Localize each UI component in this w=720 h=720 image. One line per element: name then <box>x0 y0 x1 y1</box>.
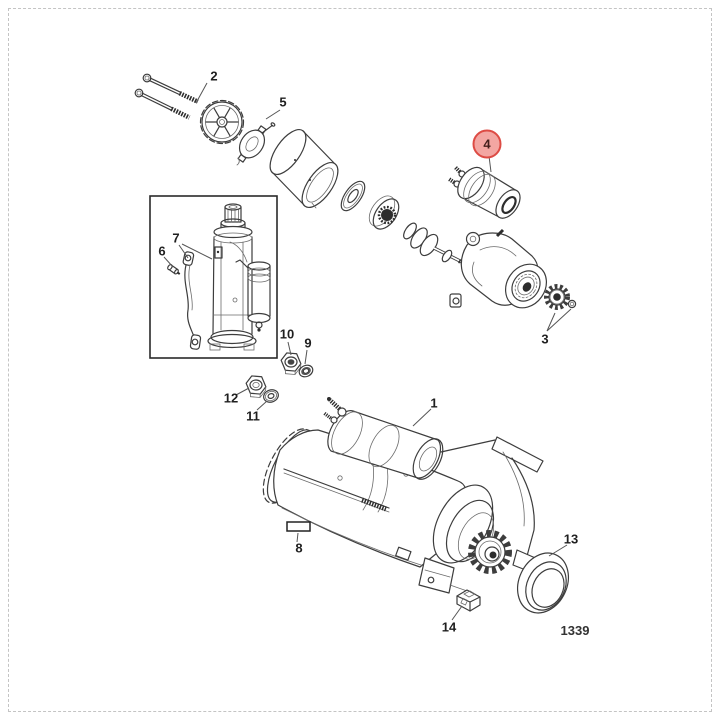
part-3-pinion-gear <box>544 284 577 310</box>
part-2-through-bolts <box>134 73 199 120</box>
part-callout-12[interactable]: 12 <box>223 390 239 406</box>
part-callout-1[interactable]: 1 <box>430 395 438 411</box>
part-callout-13[interactable]: 13 <box>563 531 579 547</box>
part-12-hex-nut <box>245 375 267 398</box>
part-callout-11[interactable]: 11 <box>246 408 260 424</box>
part-14-connector <box>456 589 481 612</box>
part-callout-2[interactable]: 2 <box>210 68 218 84</box>
part-9-washer <box>298 364 314 378</box>
part-5-end-cap <box>199 99 276 166</box>
part-11-washer <box>263 389 279 403</box>
motor-housing <box>269 129 339 209</box>
part-4-solenoid <box>447 165 521 219</box>
part-10-hex-nut <box>280 352 302 375</box>
part-6-screw <box>167 264 181 275</box>
inset-box-border <box>149 195 278 359</box>
inset-starter-subassembly <box>149 195 278 359</box>
part-callout-6[interactable]: 6 <box>158 243 166 259</box>
armature-components <box>340 180 472 269</box>
part-callout-14[interactable]: 14 <box>441 619 457 635</box>
part-callout-8[interactable]: 8 <box>295 540 303 556</box>
part-callout-3[interactable]: 3 <box>541 331 549 347</box>
part-callout-9[interactable]: 9 <box>304 335 312 351</box>
drive-end-housing <box>449 228 548 309</box>
part-callout-10[interactable]: 10 <box>279 326 295 342</box>
part-callout-4[interactable]: 4 <box>472 129 502 159</box>
part-13-seal-ring <box>517 552 569 614</box>
part-callout-5[interactable]: 5 <box>279 94 287 110</box>
drawing-number: 1339 <box>560 623 590 638</box>
part-callout-7[interactable]: 7 <box>172 230 180 246</box>
part-8-spacer <box>286 521 311 532</box>
leader-lines <box>163 82 572 621</box>
part-7-ground-strap <box>182 251 202 350</box>
part-1-starter-assembly <box>262 397 544 594</box>
